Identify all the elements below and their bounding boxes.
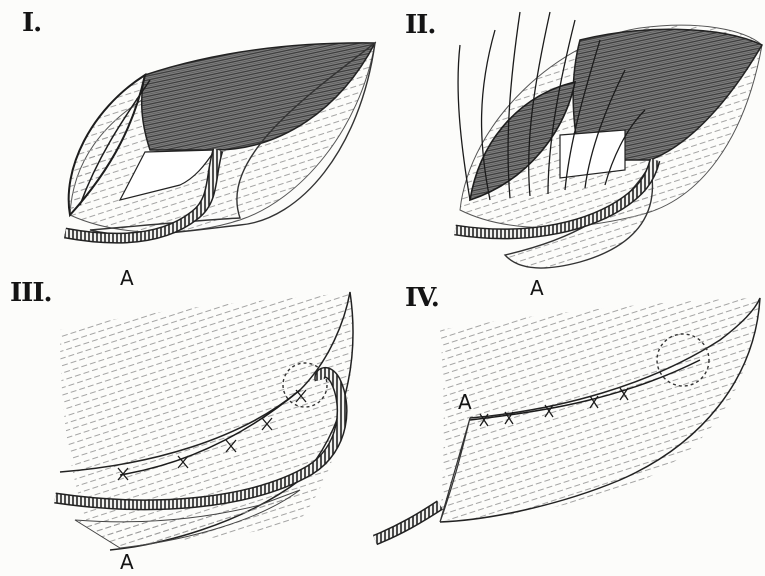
panel-2-marker-a: A bbox=[530, 278, 544, 298]
panel-3-marker-a: A bbox=[120, 552, 134, 572]
panel-2-numeral: II. bbox=[405, 12, 435, 38]
panel-4-drawing bbox=[375, 298, 760, 540]
panel-4-marker-a: A bbox=[458, 392, 472, 412]
panel-1-drawing bbox=[65, 43, 375, 238]
panel-3-drawing bbox=[55, 292, 353, 550]
panel-4-numeral: IV. bbox=[405, 285, 439, 311]
panel-4-skin-field bbox=[440, 298, 760, 520]
panel-2-drawing bbox=[455, 12, 762, 268]
panel-3-numeral: III. bbox=[10, 280, 52, 306]
panel-1-marker-a: A bbox=[120, 268, 134, 288]
panel-1-numeral: I. bbox=[22, 10, 41, 36]
